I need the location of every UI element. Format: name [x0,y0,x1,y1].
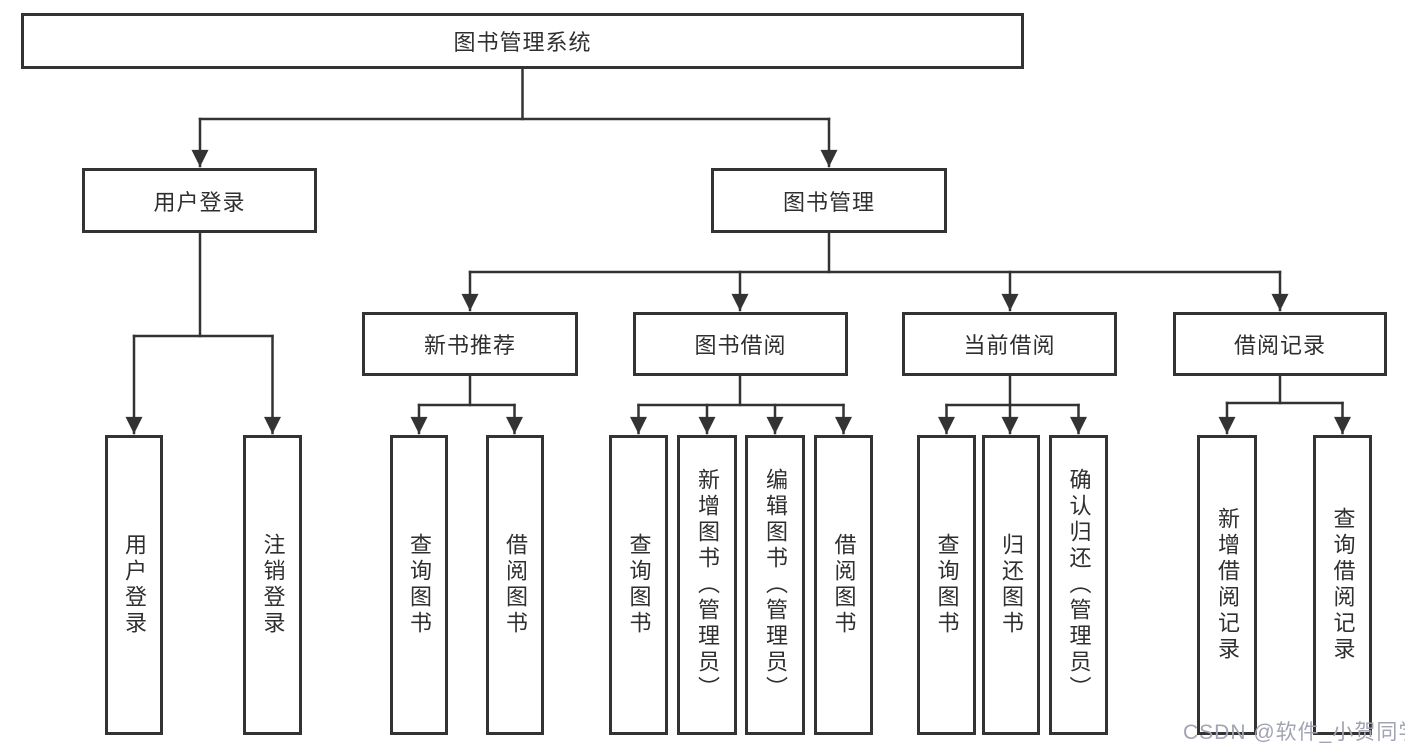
leaf-query-books-current: 查询图书 [917,435,976,735]
leaf-query-borrow-record: 查询借阅记录 [1313,435,1372,735]
node-new-book-recommend: 新书推荐 [362,312,578,376]
leaf-return-books: 归还图书 [982,435,1040,735]
leaf-confirm-return-admin: 确认归还（管理员） [1049,435,1108,735]
leaf-label: 归还图书 [999,533,1024,637]
leaf-add-borrow-record: 新增借阅记录 [1197,435,1257,735]
csdn-watermark: CSDN @软件_小贺同学 [1183,721,1405,744]
leaf-label: 确认归还（管理员） [1066,468,1092,702]
leaf-label: 查询图书 [407,533,432,637]
leaf-query-books-borrow: 查询图书 [609,435,668,735]
leaf-label: 查询图书 [626,533,652,637]
leaf-label: 查询借阅记录 [1330,507,1356,663]
leaf-label: 查询图书 [934,533,960,637]
node-book-borrowing: 图书借阅 [633,312,848,376]
leaf-edit-books-admin: 编辑图书（管理员） [745,435,805,735]
node-library-management-system: 图书管理系统 [21,13,1024,69]
leaf-logout: 注销登录 [243,435,302,735]
leaf-borrow-books: 借阅图书 [814,435,873,735]
leaf-label: 注销登录 [260,533,286,637]
node-borrowing-records: 借阅记录 [1173,312,1387,376]
leaf-query-books-recommend: 查询图书 [390,435,448,735]
leaf-label: 借阅图书 [831,533,857,637]
node-book-management: 图书管理 [711,168,947,233]
leaf-label: 用户登录 [122,533,147,637]
leaf-borrow-books-recommend: 借阅图书 [486,435,544,735]
leaf-label: 新增图书（管理员） [695,468,720,702]
leaf-label: 新增借阅记录 [1215,507,1240,663]
leaf-label: 编辑图书（管理员） [763,468,788,702]
leaf-add-books-admin: 新增图书（管理员） [677,435,737,735]
leaf-user-login: 用户登录 [105,435,163,735]
leaf-label: 借阅图书 [503,533,528,637]
node-user-login: 用户登录 [82,168,317,233]
node-current-borrowing: 当前借阅 [902,312,1117,376]
